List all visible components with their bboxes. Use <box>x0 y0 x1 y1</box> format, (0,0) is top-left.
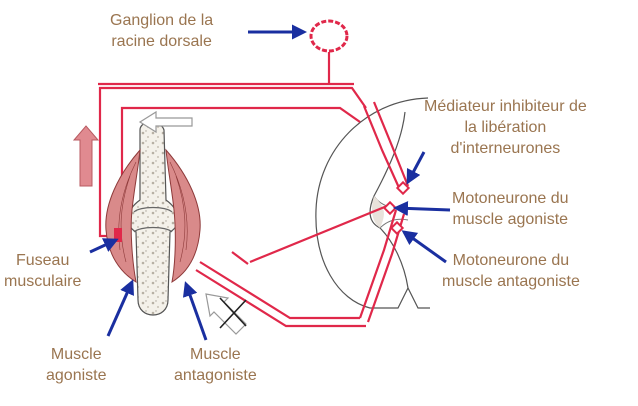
label-fuseau-line2: musculaire <box>4 273 82 290</box>
label-muscle-agoniste: Muscle agoniste <box>46 344 107 386</box>
pointer-muscle-antagoniste <box>182 281 208 341</box>
label-fuseau-line1: Fuseau <box>15 252 70 269</box>
label-mediateur: Médiateur inhibiteur de la libération d'… <box>424 96 587 159</box>
blocked-arrow-icon <box>205 293 247 335</box>
label-moto-antagoniste-line2: muscle antagoniste <box>442 273 580 290</box>
label-fuseau: Fuseau musculaire <box>4 250 81 292</box>
label-ganglion: Ganglion de la racine dorsale <box>110 10 213 52</box>
label-moto-antagoniste: Motoneurone du muscle antagoniste <box>442 250 580 292</box>
label-ganglion-line1: Ganglion de la <box>110 12 214 29</box>
label-mediateur-line3: d'interneurones <box>450 140 561 157</box>
label-moto-agoniste: Motoneurone du muscle agoniste <box>452 188 569 230</box>
label-ganglion-line2: racine dorsale <box>111 33 212 50</box>
muscle-antagoniste-shape <box>165 148 201 284</box>
label-moto-antagoniste-line1: Motoneurone du <box>452 252 570 269</box>
fuseau-marker <box>114 228 122 242</box>
label-moto-agoniste-line1: Motoneurone du <box>452 190 569 207</box>
label-moto-agoniste-line2: muscle agoniste <box>452 211 569 228</box>
label-muscle-antagoniste-line2: antagoniste <box>174 367 257 384</box>
label-mediateur-line1: Médiateur inhibiteur de <box>424 98 587 115</box>
label-muscle-agoniste-line2: agoniste <box>46 367 107 384</box>
pointer-mediateur <box>406 151 426 185</box>
label-muscle-antagoniste: Muscle antagoniste <box>174 344 257 386</box>
pointer-moto-agoniste <box>393 200 451 216</box>
pointer-arrows <box>89 24 451 341</box>
pointer-moto-antagoniste <box>401 230 447 264</box>
neuron-markers <box>382 180 411 236</box>
label-muscle-agoniste-line1: Muscle <box>50 346 102 363</box>
up-arrow-icon <box>72 125 100 187</box>
pointer-fuseau <box>89 238 119 254</box>
pointer-muscle-agoniste <box>106 279 134 337</box>
dorsal-root-ganglion <box>309 19 349 53</box>
label-muscle-antagoniste-line1: Muscle <box>190 346 241 363</box>
bone <box>127 121 179 316</box>
left-arrow-icon <box>138 110 193 134</box>
label-mediateur-line2: la libération <box>464 119 547 136</box>
